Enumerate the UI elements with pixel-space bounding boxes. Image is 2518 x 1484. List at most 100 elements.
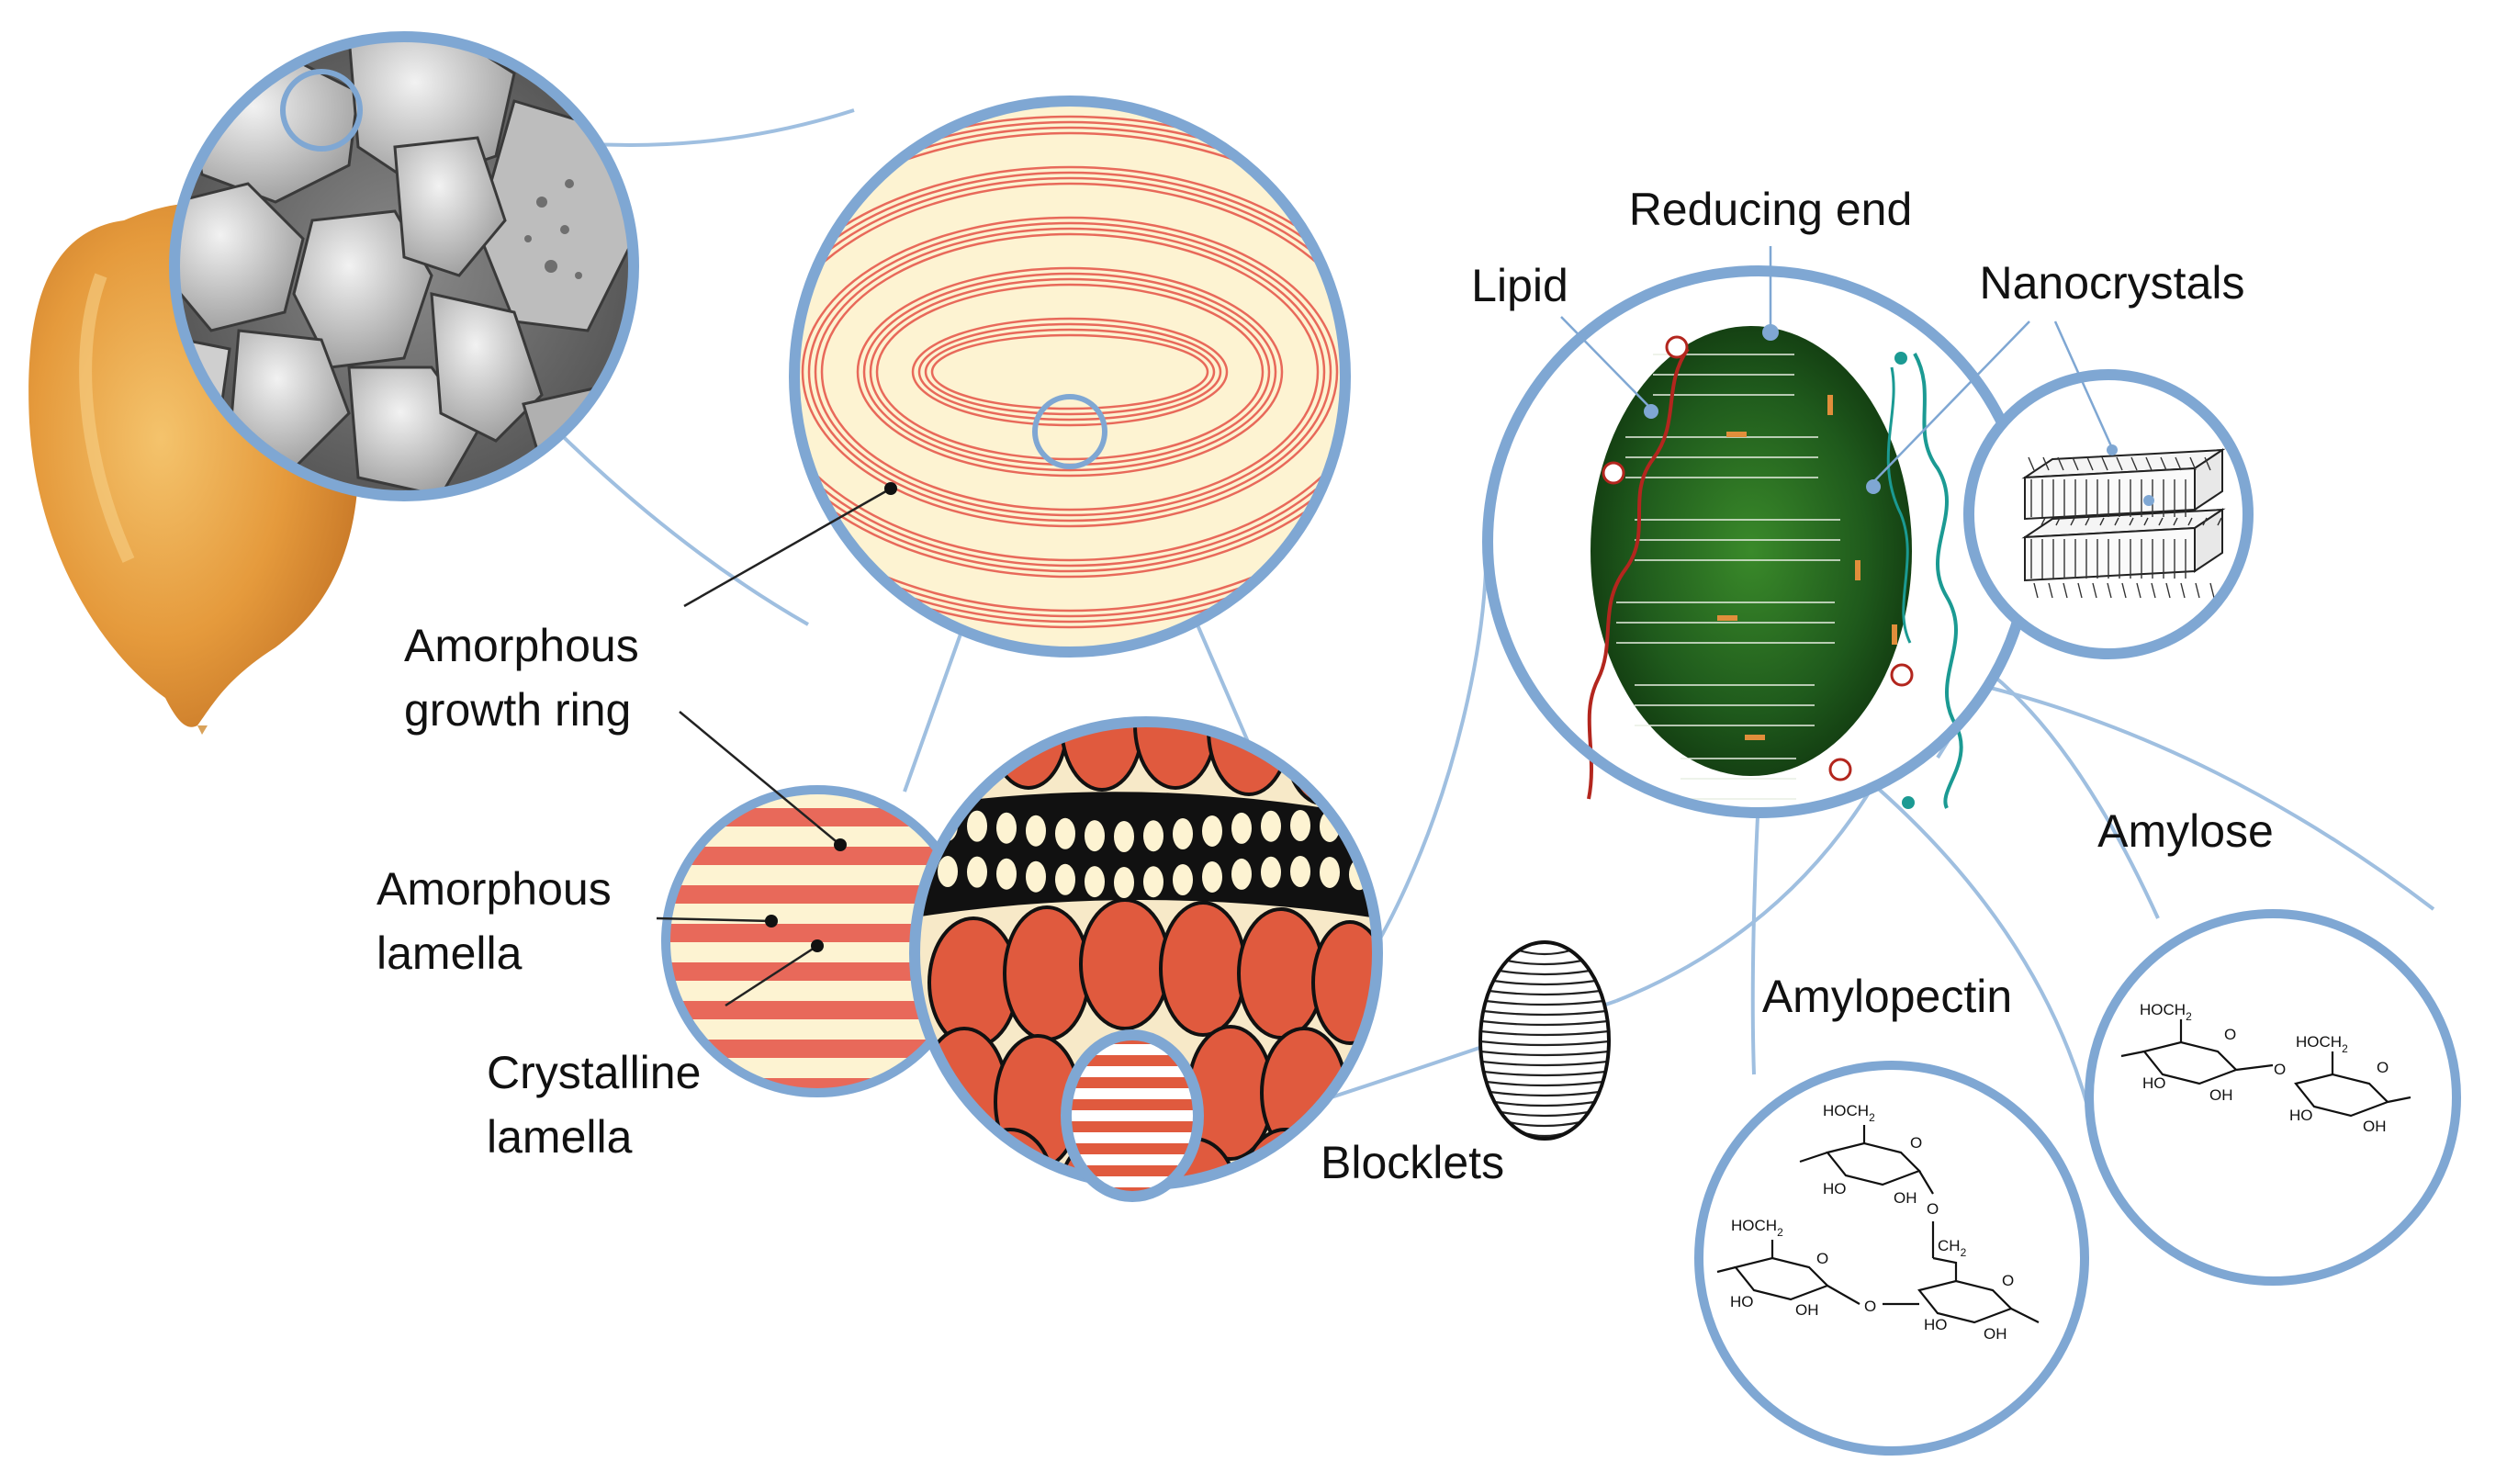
blocklet-stripe <box>1499 969 1591 976</box>
lamella-stripe <box>666 1040 969 1058</box>
lattice-cell <box>1261 810 1281 842</box>
growth-ring-line <box>911 317 1229 427</box>
lattice-cell <box>1085 866 1105 898</box>
small-lamella-stripe <box>1066 1077 1198 1088</box>
growth-ring-line <box>794 182 1345 562</box>
blocklet-stripe <box>1483 1070 1606 1077</box>
growth-ring-line <box>794 120 1345 624</box>
amylose-ho-1: HO <box>2142 1074 2166 1092</box>
blocklet-stripe <box>1494 1100 1595 1107</box>
lattice-cell <box>1202 815 1222 847</box>
label-amylopectin: Amylopectin <box>1762 971 2012 1022</box>
amylose-hoch2-2: HOCH2 <box>2296 1033 2348 1055</box>
nano-chain-end <box>2042 456 2061 599</box>
growth-ring-line <box>794 176 1345 568</box>
growth-ring-line <box>794 165 1345 579</box>
blocklet-oval <box>1079 898 1171 1030</box>
growth-ring-line <box>875 283 1265 461</box>
amylopectin-o-4: O <box>2002 1272 2014 1289</box>
lamella-stripe <box>666 847 969 865</box>
lattice-cell <box>1290 810 1310 842</box>
lattice-cell <box>1114 866 1134 898</box>
growth-ring-line <box>794 131 1345 613</box>
label-amorphous-lamella-1: Amorphous <box>377 863 612 915</box>
label-amorphous-growth-ring-2: growth ring <box>404 684 631 736</box>
small-lamella-stripe <box>1066 1143 1198 1154</box>
lamella-stripe <box>666 924 969 942</box>
blocklet-structure-circle <box>909 716 1383 1202</box>
lattice-cell <box>1290 856 1310 888</box>
nano-chain-end <box>2204 456 2222 599</box>
blocklet-stripe <box>1480 1040 1609 1047</box>
blocklet-ellipsoid <box>1478 940 1611 1141</box>
blocklet-stripe <box>1480 1029 1609 1037</box>
label-crystalline-lamella-1: Crystalline <box>487 1047 701 1098</box>
lattice-cell <box>967 856 987 888</box>
lattice-cell <box>1143 866 1163 898</box>
granule-nanostructure-circle <box>1482 265 2035 818</box>
blocklet-stripe <box>1507 959 1582 966</box>
growth-ring-line <box>856 266 1284 478</box>
lamella-stripe <box>666 1001 969 1019</box>
lamella-stripe <box>666 962 969 981</box>
blocklet-stripe <box>1486 1080 1603 1087</box>
nano-chain-end <box>2101 456 2119 599</box>
amylopectin-o-2: O <box>1816 1250 1828 1267</box>
label-amorphous-lamella-2: lamella <box>377 928 523 979</box>
nano-chain-end <box>2130 456 2149 599</box>
nano-chain-end <box>2175 456 2193 599</box>
lattice-band <box>915 792 1377 918</box>
amylose-structure-circle: HOCH2 O HO OH O HOCH2 O HO OH <box>2085 909 2461 1286</box>
amylopectin-ho-1: HO <box>1823 1180 1847 1197</box>
lattice-cell <box>996 812 1017 844</box>
nano-chain-end <box>2145 456 2164 599</box>
growth-ring-line <box>924 328 1216 416</box>
nano-chain-end <box>2028 456 2046 599</box>
nano-chain-end <box>2086 456 2105 599</box>
amylopectin-oh-1: OH <box>1894 1189 1917 1207</box>
growth-ring-line <box>917 322 1222 422</box>
small-lamella-stripe <box>1066 1165 1198 1176</box>
lattice-cell <box>967 810 987 842</box>
growth-ring-line <box>794 115 1345 629</box>
blocklet-oval <box>1159 901 1247 1037</box>
amylopectin-ho-3: HO <box>1924 1316 1948 1333</box>
lattice-cell <box>1261 856 1281 888</box>
lattice-cell <box>1231 858 1252 890</box>
growth-ring-line <box>930 333 1209 410</box>
label-lipid: Lipid <box>1471 260 1568 311</box>
label-leader-dots <box>765 482 897 952</box>
growth-ring-line <box>794 126 1345 618</box>
growth-rings-circle <box>789 96 1351 658</box>
amylopectin-oh-3: OH <box>1984 1325 2007 1343</box>
amylose-o-link: O <box>2274 1061 2286 1078</box>
label-crystalline-lamella-2: lamella <box>487 1111 633 1163</box>
blocklet-stripe <box>1481 1019 1608 1027</box>
amylopectin-o-1: O <box>1910 1134 1922 1152</box>
amylopectin-structure-circle: HOCH2 O HO OH O HOCH2 CH2 O HO OH O O HO… <box>1694 1061 2089 1456</box>
nanocrystal-block-circle <box>1963 369 2254 659</box>
amylopectin-hoch2-bottom: HOCH2 <box>1731 1217 1783 1239</box>
nano-chain-end <box>2116 456 2134 599</box>
blocklet-stripe <box>1483 1009 1606 1017</box>
blocklet-oval <box>1284 722 1361 805</box>
growth-ring-line <box>794 171 1345 573</box>
lattice-cell <box>1055 863 1075 895</box>
lattice-cell <box>1026 815 1046 847</box>
label-blocklets: Blocklets <box>1321 1137 1504 1188</box>
lamella-stripe <box>666 885 969 904</box>
growth-ring-line <box>862 272 1277 472</box>
amylose-oh-1: OH <box>2209 1086 2233 1104</box>
label-reducing-end: Reducing end <box>1629 184 1913 235</box>
amylopectin-o-3: O <box>1864 1298 1876 1315</box>
nano-chain-end <box>2072 456 2090 599</box>
amylopectin-o-link: O <box>1927 1200 1939 1218</box>
growth-ring-line <box>807 221 1332 523</box>
amylopectin-hoch2-top: HOCH2 <box>1823 1102 1875 1124</box>
blocklet-oval <box>1242 1128 1330 1185</box>
blocklet-stripe <box>1489 1090 1600 1097</box>
blocklet-stripe <box>1518 949 1571 956</box>
blocklet-stripe <box>1508 1120 1581 1128</box>
amylose-o-1: O <box>2224 1026 2236 1043</box>
